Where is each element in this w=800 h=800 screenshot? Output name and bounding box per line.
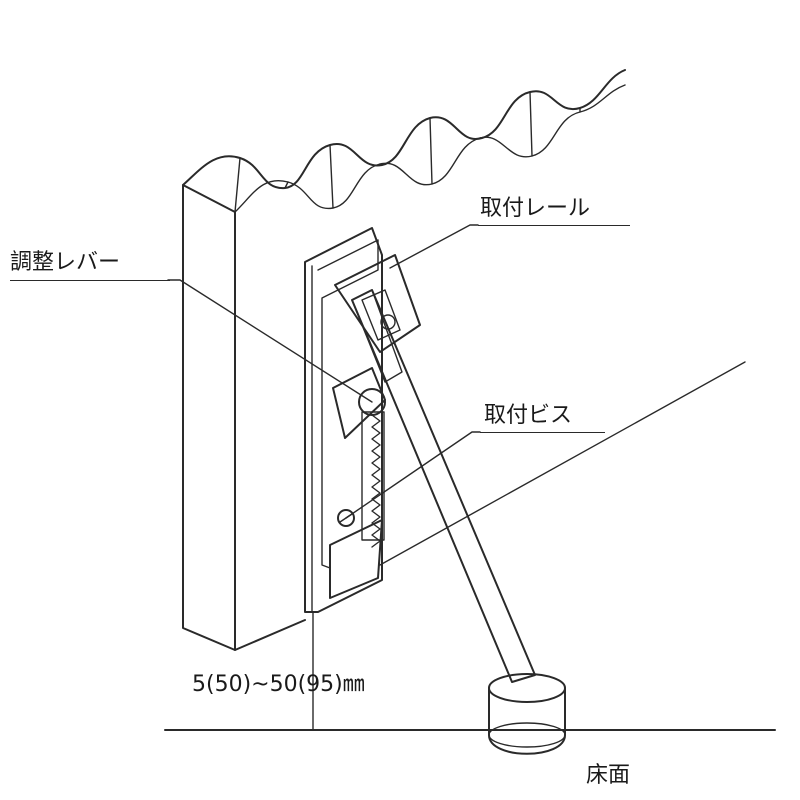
leader-adjust-lever xyxy=(167,279,373,403)
mount-screw-head xyxy=(337,509,355,527)
door-face-bottom xyxy=(234,619,306,651)
ratchet-guide xyxy=(361,411,385,541)
leader-mount-rail xyxy=(389,224,479,269)
ratchet-spring xyxy=(371,414,381,548)
rubber-foot-bottom xyxy=(488,722,566,748)
door-top-wavy-edge xyxy=(182,69,626,190)
underline-mount-screw xyxy=(480,432,605,433)
stopper-arm-head xyxy=(351,289,403,383)
mount-rail-body xyxy=(304,227,383,613)
label-mount-rail: 取付レール xyxy=(480,196,591,221)
stopper-arm xyxy=(351,289,536,683)
door-top-wavy-inner xyxy=(234,84,626,213)
underline-mount-rail xyxy=(478,225,630,226)
floor-perspective-line xyxy=(379,361,746,566)
underline-adjust-lever xyxy=(10,280,170,281)
lower-plate xyxy=(329,519,383,599)
label-mount-screw: 取付ビス xyxy=(484,403,573,428)
mount-rail-inner xyxy=(317,239,379,569)
label-dimension: 5(50)~50(95)㎜ xyxy=(192,672,365,697)
leader-mount-screw xyxy=(345,431,481,519)
label-floor: 床面 xyxy=(586,763,631,788)
door-wave-ribs xyxy=(234,91,581,213)
label-adjust-lever: 調整レバー xyxy=(10,250,121,275)
upper-clamp-slot xyxy=(361,289,401,341)
door-edge-panel xyxy=(182,184,236,651)
